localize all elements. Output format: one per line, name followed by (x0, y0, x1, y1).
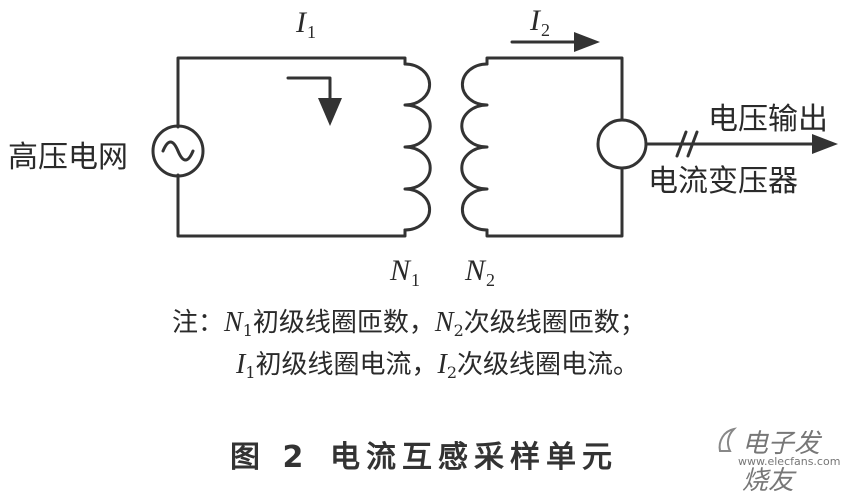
sine-wave (161, 140, 195, 162)
n2-symbol: N2 (465, 254, 496, 290)
voltage-output-label: 电压输出 (708, 102, 828, 137)
i2-arrowhead (574, 32, 600, 52)
i1-symbol: I1 (296, 6, 316, 42)
secondary-wire-top (485, 56, 624, 122)
ac-source-icon (151, 124, 205, 178)
i2-symbol: I2 (530, 4, 550, 40)
primary-wire-top (176, 56, 407, 129)
grid-source-label: 高压电网 (8, 140, 128, 175)
output-arrowhead (812, 134, 838, 154)
current-transformer-icon (596, 118, 648, 170)
primary-wire-bottom (176, 173, 407, 238)
i1-arrow-shaft (286, 76, 332, 102)
i1-arrowhead (318, 98, 342, 126)
figure-title: 电流互感采样单元 (330, 440, 618, 475)
note-line-1: 注：N1初级线圈匝数，N2次级线圈匝数； (172, 307, 646, 340)
primary-coil (403, 62, 432, 232)
watermark-logo-icon (718, 427, 738, 452)
watermark-url: www.elecfans.com (738, 455, 841, 468)
figure-number: 图 2 (230, 440, 310, 475)
tick-mark-2 (686, 130, 699, 158)
tick-mark-1 (675, 130, 688, 158)
current-transformer-label: 电流变压器 (648, 164, 798, 199)
secondary-wire-bottom (485, 166, 624, 238)
note-line-2: I1初级线圈电流，I2次级线圈电流。 (236, 349, 640, 382)
circuit-diagram (151, 32, 838, 238)
n1-symbol: N1 (390, 254, 421, 290)
secondary-coil (460, 62, 489, 232)
elecfans-watermark: 电子发烧友 www.elecfans.com (716, 421, 840, 496)
